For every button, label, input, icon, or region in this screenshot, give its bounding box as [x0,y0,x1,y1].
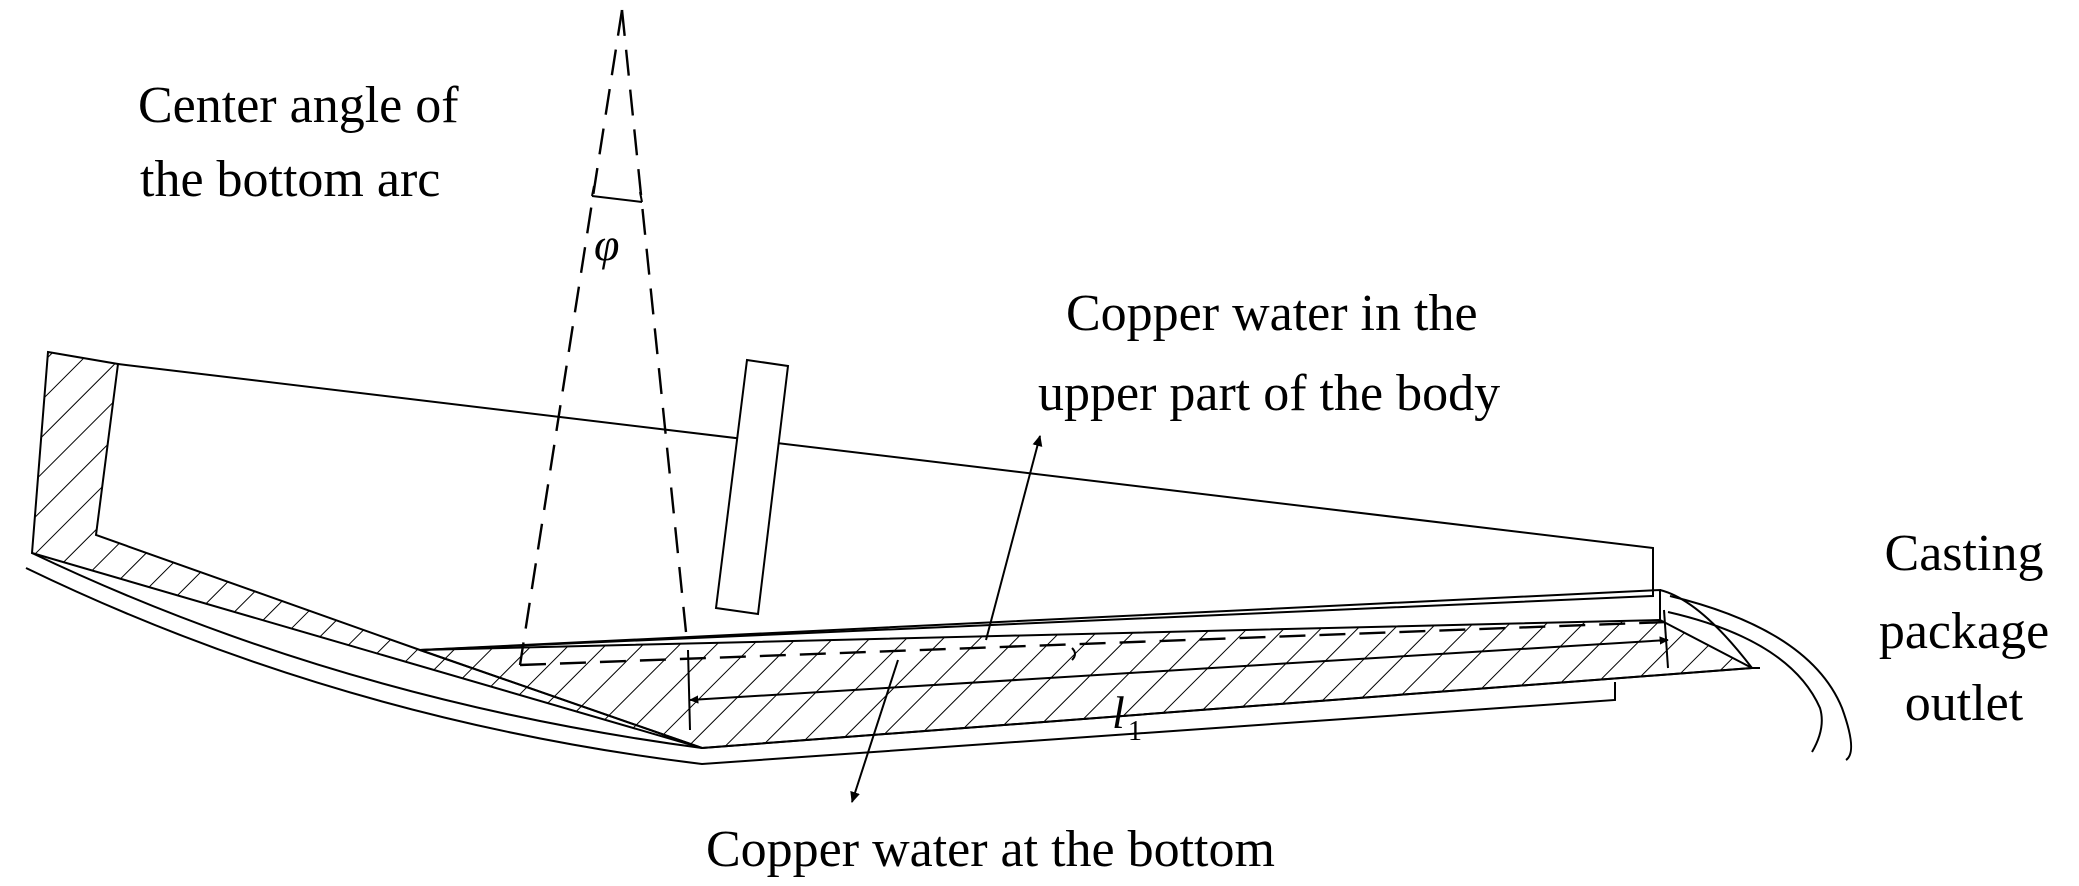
upper-water-label-line2: upper part of the body [1038,365,1500,422]
ladle-outer-shell [25,567,1616,766]
center-angle-label-line2: the bottom arc [140,151,440,208]
upper-water-leader-arrow [985,435,1043,641]
center-angle-dashed-right [620,9,688,633]
bottom-water-label: Copper water at the bottom [706,821,1275,878]
center-angle-tick-left [591,185,595,197]
length-start-mark [687,649,691,731]
outlet-label-line1: Casting [1885,525,2044,582]
dashed-line-tick [1071,647,1076,661]
outlet-label-line3: outlet [1905,675,2024,732]
ladle-inner-shell [31,552,1753,750]
center-angle-dashed-left [518,9,624,666]
upper-copper-water-region [117,363,1654,651]
angle-phi-symbol: φ [594,219,619,270]
center-angle-label-line1: Center angle of [138,77,459,134]
length-l1-symbol: l [1112,687,1125,738]
casting-outlet-curve-inner [1667,611,1823,753]
length-l1-subscript: 1 [1128,716,1142,747]
length-l1-dimension-arrow [689,636,1669,704]
upper-water-label-line1: Copper water in the [1066,285,1478,342]
casting-outlet-curve-outer [1669,595,1853,761]
outlet-label-line2: package [1879,603,2049,660]
center-angle-tick-right [639,191,643,203]
stopper-plate [714,358,790,616]
casting-outlet-spout [1659,589,1753,669]
bottom-water-leader-arrow [850,659,899,803]
center-angle-arc-mark [591,195,643,203]
